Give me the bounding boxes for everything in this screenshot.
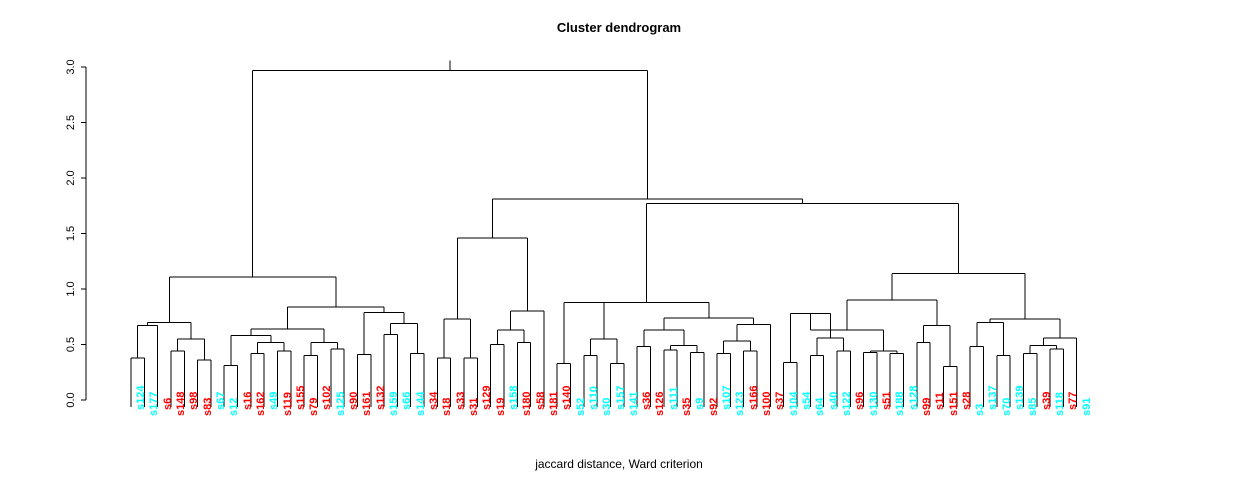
leaf-label: s102	[321, 385, 334, 410]
y-axis-tick-label: 1.0	[65, 281, 77, 296]
leaf-label: s92	[707, 397, 720, 416]
leaf-label: s51	[880, 391, 893, 410]
leaf-label: s31	[468, 397, 480, 416]
leaf-label: s148	[174, 391, 187, 416]
leaf-label: s139	[1014, 385, 1027, 410]
leaf-label: s162	[254, 391, 267, 416]
leaf-label: s37	[774, 391, 787, 410]
leaf-label: s77	[1067, 391, 1080, 410]
leaf-label: s35	[681, 397, 694, 416]
leaf-label: s111	[667, 386, 680, 410]
leaf-label: s6	[161, 397, 174, 410]
leaf-label: s181	[547, 391, 560, 416]
leaf-label: s58	[534, 391, 547, 410]
leaf-label: s144	[414, 391, 427, 416]
leaf-label: s104	[787, 391, 800, 416]
leaf-label: s129	[481, 385, 494, 410]
leaf-label: s33	[454, 391, 467, 410]
leaf-label: s36	[641, 391, 654, 410]
leaf-label: s177	[148, 391, 161, 416]
page-title: Cluster dendrogram	[556, 20, 682, 35]
leaf-label: s70	[1000, 397, 1013, 416]
leaf-label: s107	[721, 385, 734, 410]
leaf-label: s90	[348, 391, 361, 410]
leaf-label: s132	[374, 385, 387, 410]
leaf-label: s28	[960, 391, 973, 410]
leaf-label: s40	[827, 391, 840, 410]
y-axis-tick-label: 0.5	[65, 337, 77, 352]
leaf-label: s98	[188, 391, 201, 410]
leaf-label: s159	[388, 391, 401, 416]
leaf-label: s180	[521, 391, 534, 416]
leaf-label: s151	[947, 391, 960, 416]
leaf-label: s64	[814, 397, 827, 416]
leaf-label: s188	[894, 391, 907, 416]
leaf-label: s54	[801, 391, 813, 410]
leaf-label: s34	[428, 391, 441, 410]
leaf-label: s12	[228, 397, 241, 416]
dendrogram-links	[130, 60, 1078, 400]
leaf-label: s91	[1080, 397, 1093, 416]
leaf-label: s128	[907, 385, 920, 410]
leaf-label: s119	[281, 392, 294, 416]
y-axis-tick-label: 1.5	[65, 226, 77, 241]
leaf-label: s158	[507, 385, 520, 410]
leaf-label: s99	[920, 397, 933, 416]
leaf-label: s49	[268, 391, 281, 410]
leaf-label: s118	[1054, 392, 1067, 416]
leaf-label: s52	[574, 397, 587, 416]
leaf-label: s166	[747, 385, 760, 410]
leaf-label: s141	[627, 391, 640, 416]
leaf-label: s157	[614, 385, 627, 410]
x-axis-caption: jaccard distance, Ward criterion	[535, 457, 703, 471]
leaf-label: s18	[441, 397, 454, 416]
y-axis-tick-label: 2.5	[65, 115, 77, 130]
leaf-label: s161	[361, 391, 374, 416]
leaf-label: s126	[654, 391, 667, 416]
leaf-label: s124	[135, 385, 147, 410]
leaf-label: s125	[334, 391, 347, 416]
leaf-label: s9	[694, 397, 707, 410]
leaf-label: s110	[587, 386, 600, 410]
leaf-label: s16	[241, 391, 254, 410]
leaf-label: s140	[561, 385, 574, 410]
leaf-label: s130	[867, 391, 880, 416]
leaf-label: s100	[761, 391, 774, 416]
leaf-label: s30	[601, 397, 614, 416]
leaf-label: s11	[934, 392, 947, 410]
leaf-label: s67	[214, 391, 227, 410]
leaf-label: s79	[308, 397, 321, 416]
x-axis-ticks	[130, 400, 1078, 407]
leaf-label: s137	[987, 385, 1000, 410]
leaf-label: s3	[974, 403, 987, 416]
leaf-label: s39	[1040, 391, 1053, 410]
y-axis: 0.0 0.5 1.0 1.5 2.0 2.5 3.0	[65, 59, 87, 408]
leaf-label: s123	[734, 391, 747, 416]
y-axis-tick-label: 0.0	[65, 392, 77, 407]
leaf-label: s155	[294, 385, 307, 410]
leaf-label: s122	[840, 391, 853, 416]
leaf-label: s85	[1027, 397, 1040, 416]
leaf-label: s66	[401, 391, 414, 410]
leaf-label: s19	[494, 397, 507, 416]
y-axis-tick-label: 2.0	[65, 170, 77, 185]
leaf-label: s96	[854, 391, 867, 410]
y-axis-tick-label: 3.0	[65, 59, 77, 74]
leaf-label: s83	[201, 397, 214, 416]
